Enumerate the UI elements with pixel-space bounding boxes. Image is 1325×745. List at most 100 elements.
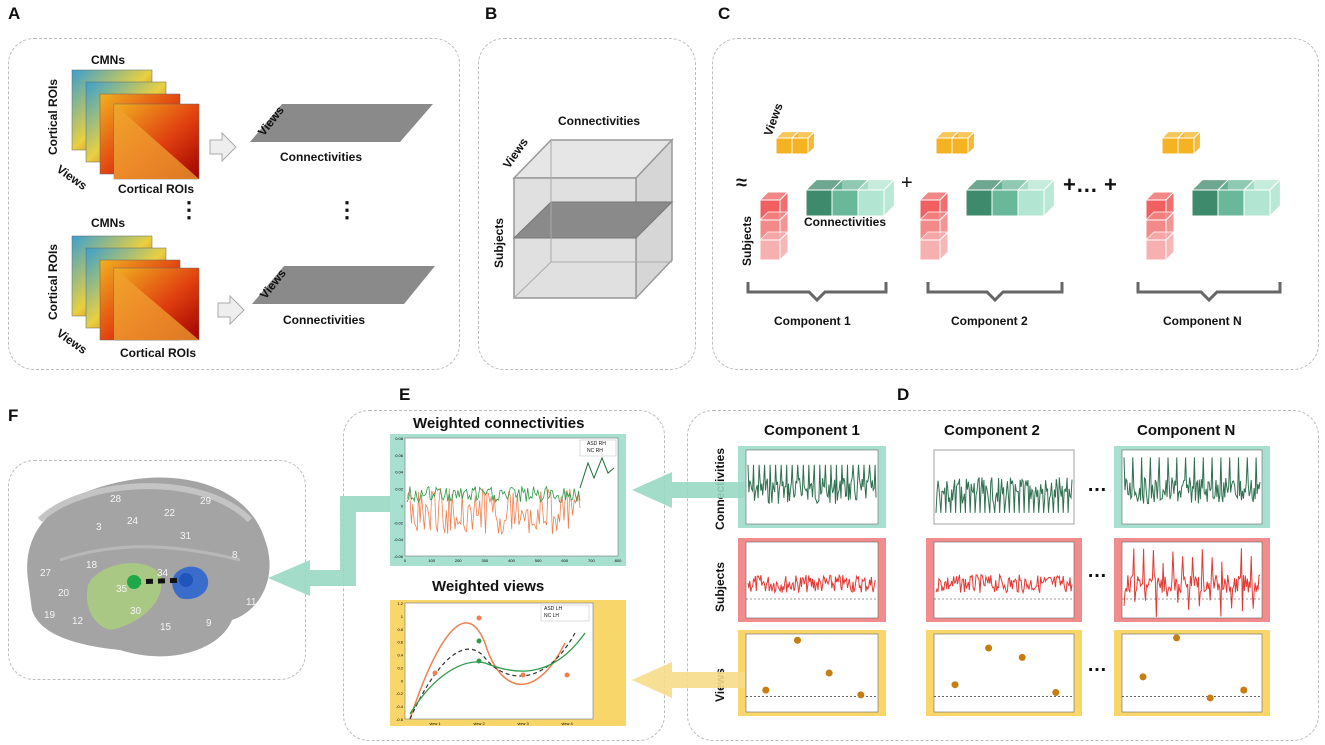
panel-label-b: B — [485, 4, 498, 23]
e-conn-ytick: -0.04 — [394, 537, 404, 542]
ellipsis-a-right: ⋮ — [336, 197, 358, 222]
d-dots-row1: … — [1087, 474, 1107, 496]
d-plot-r2-c1 — [738, 538, 886, 622]
e-conn-xtick: 400 — [508, 558, 515, 563]
d-plot-r3-c2 — [926, 630, 1082, 716]
brain-region-label: 11 — [246, 597, 257, 608]
plane-connectivities-bottom: Connectivities — [283, 313, 366, 327]
d-plot-r1-c1 — [738, 446, 886, 528]
arrow-e-to-f — [268, 496, 390, 596]
e-conn-xtick: 100 — [428, 558, 435, 563]
ellipsis-a-left: ⋮ — [178, 197, 200, 222]
views-point — [825, 669, 833, 677]
e-views-ytick: 0.4 — [397, 653, 403, 658]
views-point — [762, 686, 770, 694]
plane-top — [250, 104, 433, 142]
views-cube-2-b — [950, 130, 976, 156]
subjects-cube-2-c — [918, 230, 950, 262]
plus-dots-sign: +… + — [1063, 172, 1117, 197]
brain-region-label: 28 — [110, 494, 122, 505]
e-conn-ytick: 0.04 — [395, 470, 404, 475]
e-conn-xtick: 800 — [615, 558, 622, 563]
d-plot-r2-c3 — [1114, 538, 1270, 622]
cmn-stack-top — [71, 69, 200, 180]
e-views-ytick: 0.2 — [397, 665, 403, 670]
e-conn-ytick: 0 — [401, 503, 404, 508]
cmns-label-bottom: CMNs — [91, 216, 126, 230]
e-conn-xtick: 600 — [561, 558, 568, 563]
e-views-ytick: 1 — [401, 614, 404, 619]
subjects-cube-1-c — [758, 230, 790, 262]
e-views-point — [476, 638, 482, 644]
brain-region-label: 22 — [164, 508, 176, 519]
e-conn-ytick: -0.06 — [394, 554, 404, 559]
panel-label-d: D — [897, 385, 910, 404]
brain-region-label: 9 — [206, 618, 212, 629]
e-conn-xtick: 300 — [482, 558, 489, 563]
e-conn-ytick: 0.06 — [395, 453, 404, 458]
brace-3 — [1136, 282, 1282, 303]
views-point — [1018, 653, 1026, 661]
e-views-point — [476, 615, 482, 621]
panel-label-f: F — [8, 406, 19, 425]
brain-region-label: 30 — [130, 606, 142, 617]
e-conn-ytick: 0.08 — [395, 436, 404, 441]
views-point — [985, 644, 993, 652]
c-component-2: Component 2 — [951, 314, 1028, 328]
e-title-views: Weighted views — [432, 578, 545, 595]
views-point — [857, 691, 865, 699]
panel-label-e: E — [399, 385, 411, 404]
e-views-ytick: 1.2 — [397, 601, 403, 606]
d-component-n: Component N — [1137, 422, 1236, 439]
e-views-point — [564, 672, 570, 678]
brain-region-label: 12 — [72, 616, 84, 627]
cortical-rois-bottom-top: Cortical ROIs — [118, 182, 195, 196]
plus-sign: + — [901, 172, 913, 194]
approx-sign: ≈ — [736, 172, 747, 194]
d-plot-r1-c3 — [1114, 446, 1270, 528]
e-views-xtick: view 1 — [429, 721, 441, 726]
views-point — [1240, 686, 1248, 694]
views-point — [1052, 689, 1060, 696]
e-views-point — [476, 658, 482, 664]
e-conn-xtick: 200 — [455, 558, 462, 563]
arrow-d-to-e-conn — [632, 472, 745, 508]
conn-cube-3-c — [1242, 178, 1282, 218]
brain-region-label: 29 — [200, 496, 212, 507]
panel-a-drawing — [71, 69, 435, 341]
plane-connectivities-top: Connectivities — [280, 150, 363, 164]
d-dots-row3: … — [1087, 654, 1107, 676]
d-dots-row2: … — [1087, 560, 1107, 582]
panel-c-box — [712, 38, 1319, 370]
brain-region-label: 8 — [232, 550, 238, 561]
e-conn-ytick: -0.02 — [394, 520, 404, 525]
plane-bottom — [252, 266, 435, 304]
e-views-point — [520, 672, 526, 678]
panel-label-c: C — [718, 4, 731, 23]
brain-region-label: 31 — [180, 531, 192, 542]
d-plot-r1-c2 — [933, 449, 1075, 525]
arrow-top — [209, 131, 237, 163]
node-blue — [179, 573, 193, 587]
e-conn-ytick: 0.02 — [395, 487, 404, 492]
cube-connectivities-label: Connectivities — [558, 114, 641, 128]
e-conn-legend-2: NC RH — [587, 448, 603, 454]
e-views-xtick: view 2 — [473, 721, 485, 726]
views-cube-3-b — [1176, 130, 1202, 156]
panel-d-box — [687, 410, 1319, 741]
conn-cube-1-b — [830, 178, 870, 218]
brain-region-label: 15 — [160, 622, 172, 633]
e-views-xtick: view 4 — [561, 721, 573, 726]
e-views-legend-2: NC LH — [544, 613, 560, 619]
d-component-2: Component 2 — [944, 422, 1040, 439]
e-views-point — [432, 670, 438, 676]
views-point — [1139, 673, 1147, 681]
e-views-ytick: 0 — [401, 678, 404, 683]
d-plot-r3-c3 — [1114, 630, 1270, 716]
views-point — [1206, 694, 1214, 702]
node-green — [127, 575, 141, 589]
brace-1 — [746, 282, 888, 303]
brain-region-label: 20 — [58, 588, 70, 599]
